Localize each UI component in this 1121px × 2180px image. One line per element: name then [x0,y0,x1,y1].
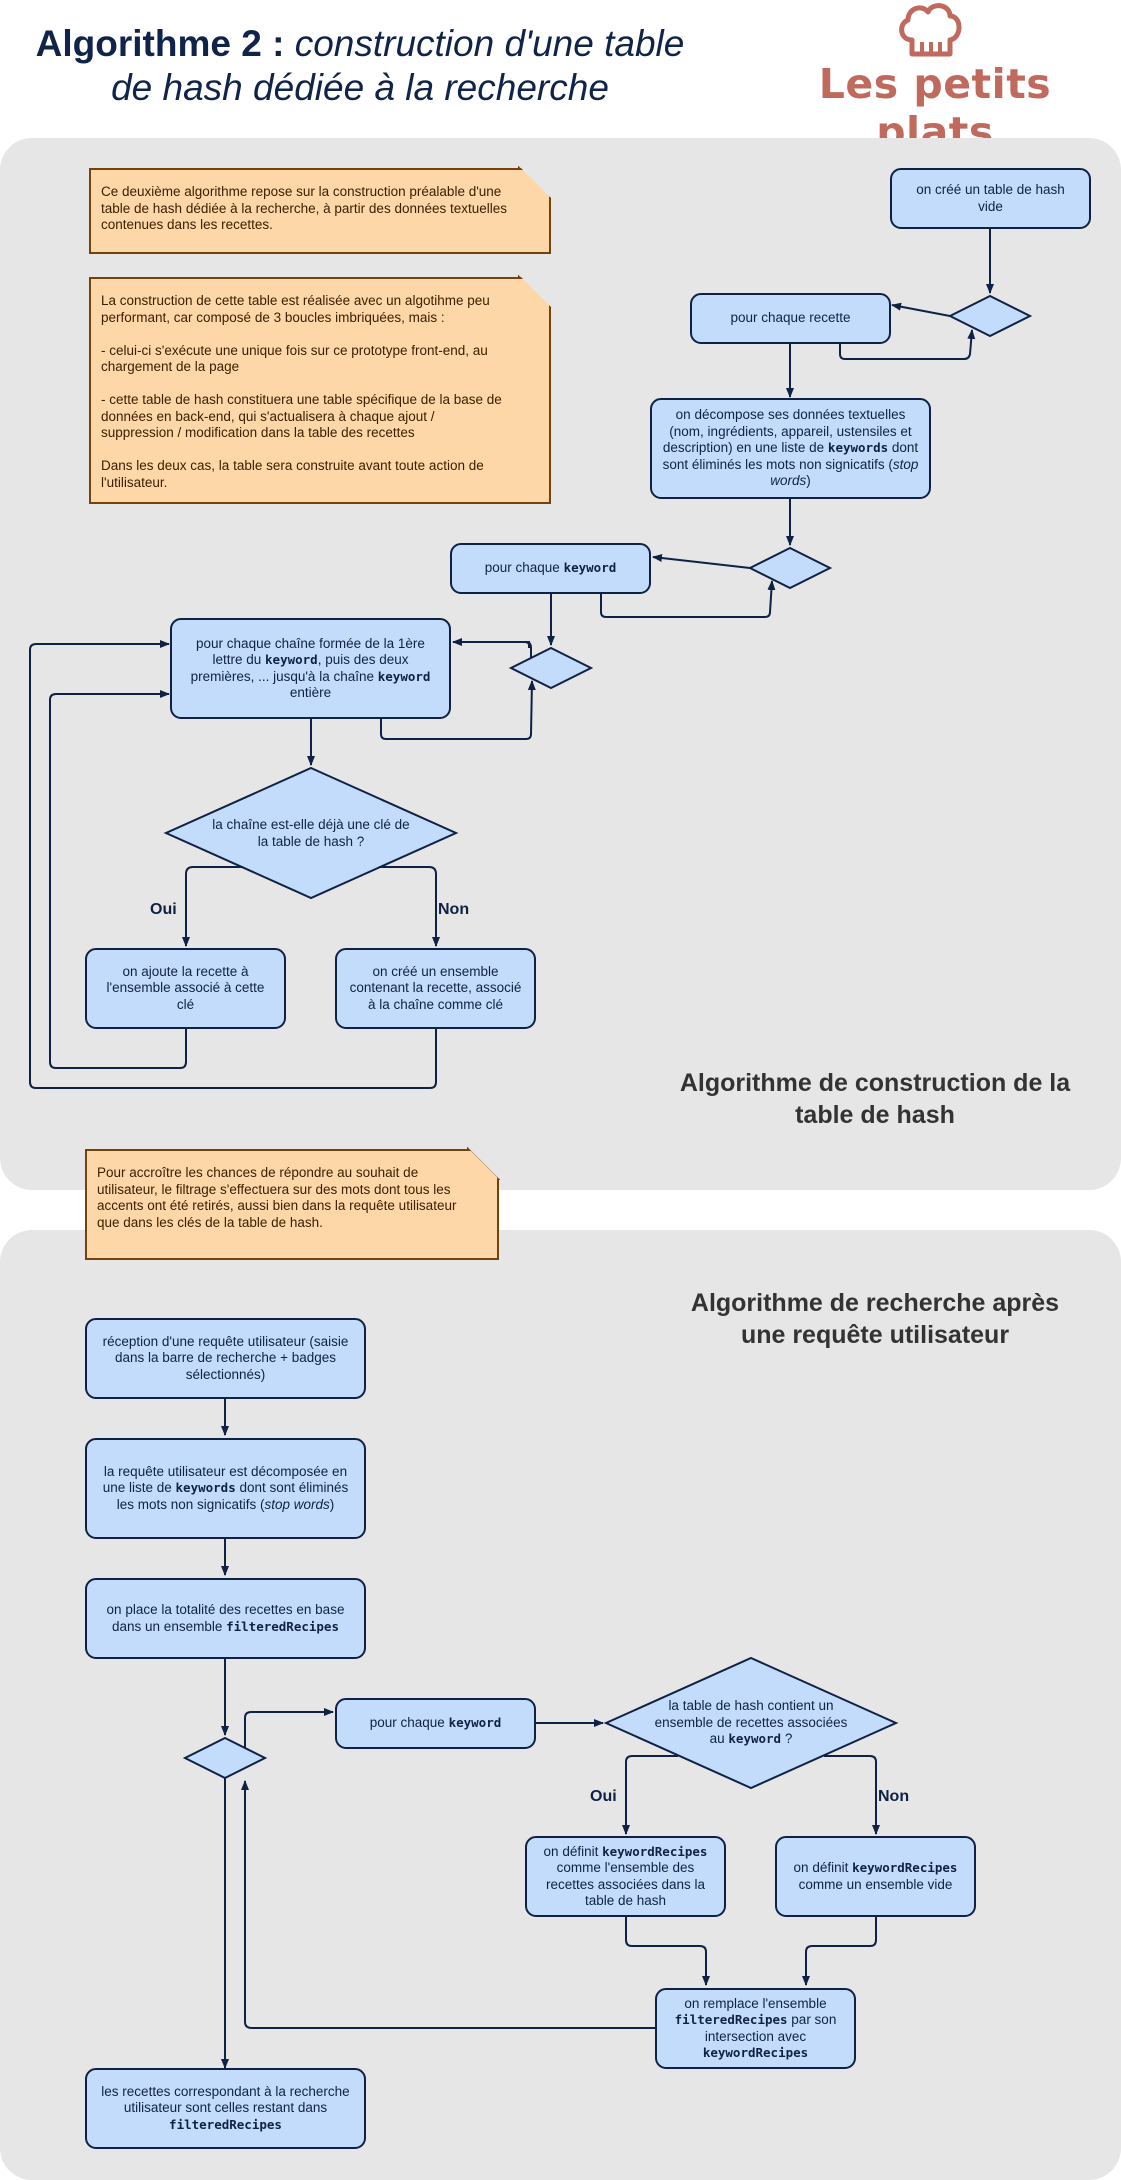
section-title-construction: Algorithme de construction de la table d… [679,1069,1071,1129]
node-add-recipe: on ajoute la recette à l'ensemble associ… [85,948,286,1029]
logo-text: Les petits plats [818,60,1052,156]
decision-key-text: la chaîne est-elle déjà une clé de la ta… [212,817,410,849]
node-init-table: on créé un table de hash vide [890,168,1091,229]
note-complexity: La construction de cette table est réali… [89,277,551,504]
loop-diamond-search [182,1736,268,1780]
loop-diamond-keywords [747,546,833,590]
note-accents: Pour accroître les chances de répondre a… [85,1149,499,1260]
node-each-recipe: pour chaque recette [690,293,891,344]
note-complexity-p2: - celui-ci s'exécute une unique fois sur… [101,342,488,374]
node-define-found: on définit keywordRecipes comme l'ensemb… [525,1836,726,1917]
note-complexity-p3: - cette table de hash constituera une ta… [101,392,502,440]
loop-diamond-recipes [947,294,1033,338]
note-intro: Ce deuxième algorithme repose sur la con… [89,168,551,254]
title-bold: Algorithme 2 : [35,23,285,64]
node-create-set: on créé un ensemble contenant la recette… [335,948,536,1029]
note-complexity-p1: La construction de cette table est réali… [101,293,490,325]
label-yes-search: Oui [590,1788,617,1805]
node-result: les recettes correspondant à la recherch… [85,2068,366,2149]
node-replace-intersection: on remplace l'ensemble filteredRecipes p… [655,1988,856,2069]
note-complexity-p4: Dans les deux cas, la table sera constru… [101,458,484,490]
title-italic-line2: de hash dédiée à la recherche [111,67,609,108]
label-yes-construction: Oui [150,901,177,918]
title-italic-line1: construction d'une table [294,23,685,64]
node-all-recipes: on place la totalité des recettes en bas… [85,1578,366,1659]
chef-hat-icon [899,3,962,57]
decision-contains-text: la table de hash contient un ensemble de… [654,1698,848,1746]
label-no-search: Non [878,1788,910,1805]
decision-diamond-key [163,766,459,900]
node-receive-request: réception d'une requête utilisateur (sai… [85,1318,366,1399]
node-search-each-keyword: pour chaque keyword [335,1698,536,1749]
label-no-construction: Non [438,901,470,918]
node-split-request: la requête utilisateur est décomposée en… [85,1438,366,1539]
node-each-keyword: pour chaque keyword [450,543,651,594]
loop-diamond-prefixes [508,646,594,690]
page-title: Algorithme 2 : construction d'une table … [30,22,690,110]
section-title-search: Algorithme de recherche après une requêt… [690,1289,1060,1349]
node-decompose-recipe: on décompose ses données textuelles (nom… [650,398,931,499]
node-each-prefix: pour chaque chaîne formée de la 1ère let… [170,618,451,719]
node-define-empty: on définit keywordRecipes comme un ensem… [775,1836,976,1917]
decision-diamond-contains [603,1656,899,1790]
